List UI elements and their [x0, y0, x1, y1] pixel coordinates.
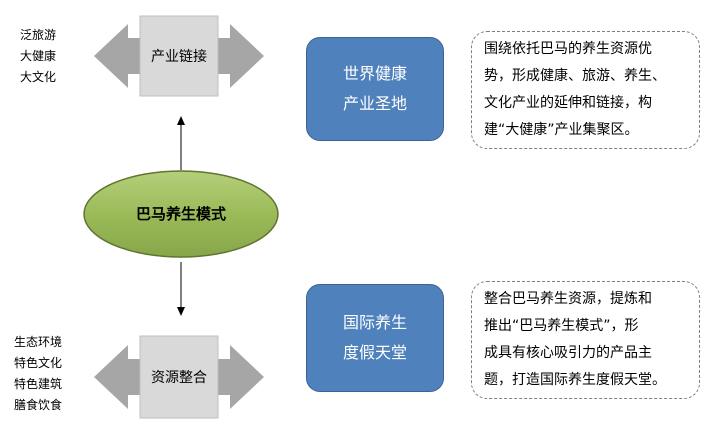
bottom-list-item: 特色建筑 [14, 377, 63, 391]
bottom-desc-line: 题，打造国际养生度假天堂。 [484, 372, 666, 388]
bottom-list-item: 生态环境 [14, 335, 63, 349]
top-box-line: 世界健康 [342, 64, 407, 83]
top-blue-box: 世界健康 产业圣地 [306, 37, 444, 141]
top-box-line: 产业圣地 [342, 94, 407, 113]
bottom-desc-line: 整合巴马养生资源，提炼和 [484, 291, 652, 307]
top-side-list: 泛旅游 大健康 大文化 [20, 25, 56, 88]
top-desc-line: 势，形成健康、旅游、养生、 [484, 68, 666, 84]
center-ellipse [83, 170, 279, 258]
bottom-description-box: 整合巴马养生资源，提炼和 推出“巴马养生模式”，形 成具有核心吸引力的产品主 题… [471, 281, 700, 399]
center-label: 巴马养生模式 [135, 205, 226, 223]
bottom-desc-line: 成具有核心吸引力的产品主 [484, 345, 652, 361]
top-double-arrow [94, 15, 264, 97]
bottom-side-list: 生态环境 特色文化 特色建筑 膳食饮食 [14, 332, 62, 416]
bottom-double-arrow [94, 335, 264, 419]
bottom-desc-line: 推出“巴马养生模式”，形 [484, 318, 639, 334]
bottom-box-line: 国际养生 [342, 313, 407, 332]
top-desc-line: 文化产业的延伸和链接，构 [484, 95, 652, 111]
bottom-arrow-label: 资源整合 [151, 370, 207, 386]
top-list-item: 大健康 [20, 49, 57, 63]
top-list-item: 大文化 [20, 70, 57, 84]
bottom-box-line: 度假天堂 [342, 343, 407, 362]
top-description-box: 围绕依托巴马的养生资源优 势，形成健康、旅游、养生、 文化产业的延伸和链接，构 … [471, 31, 700, 149]
down-connector-arrow [177, 262, 185, 316]
top-list-item: 泛旅游 [20, 28, 57, 42]
up-connector-arrow [177, 116, 185, 170]
top-desc-line: 建“大健康”产业集聚区。 [484, 122, 639, 138]
bottom-list-item: 特色文化 [14, 356, 63, 370]
top-desc-line: 围绕依托巴马的养生资源优 [484, 41, 652, 57]
bottom-blue-box: 国际养生 度假天堂 [306, 284, 444, 392]
top-arrow-label: 产业链接 [151, 49, 207, 65]
bottom-list-item: 膳食饮食 [14, 398, 63, 412]
